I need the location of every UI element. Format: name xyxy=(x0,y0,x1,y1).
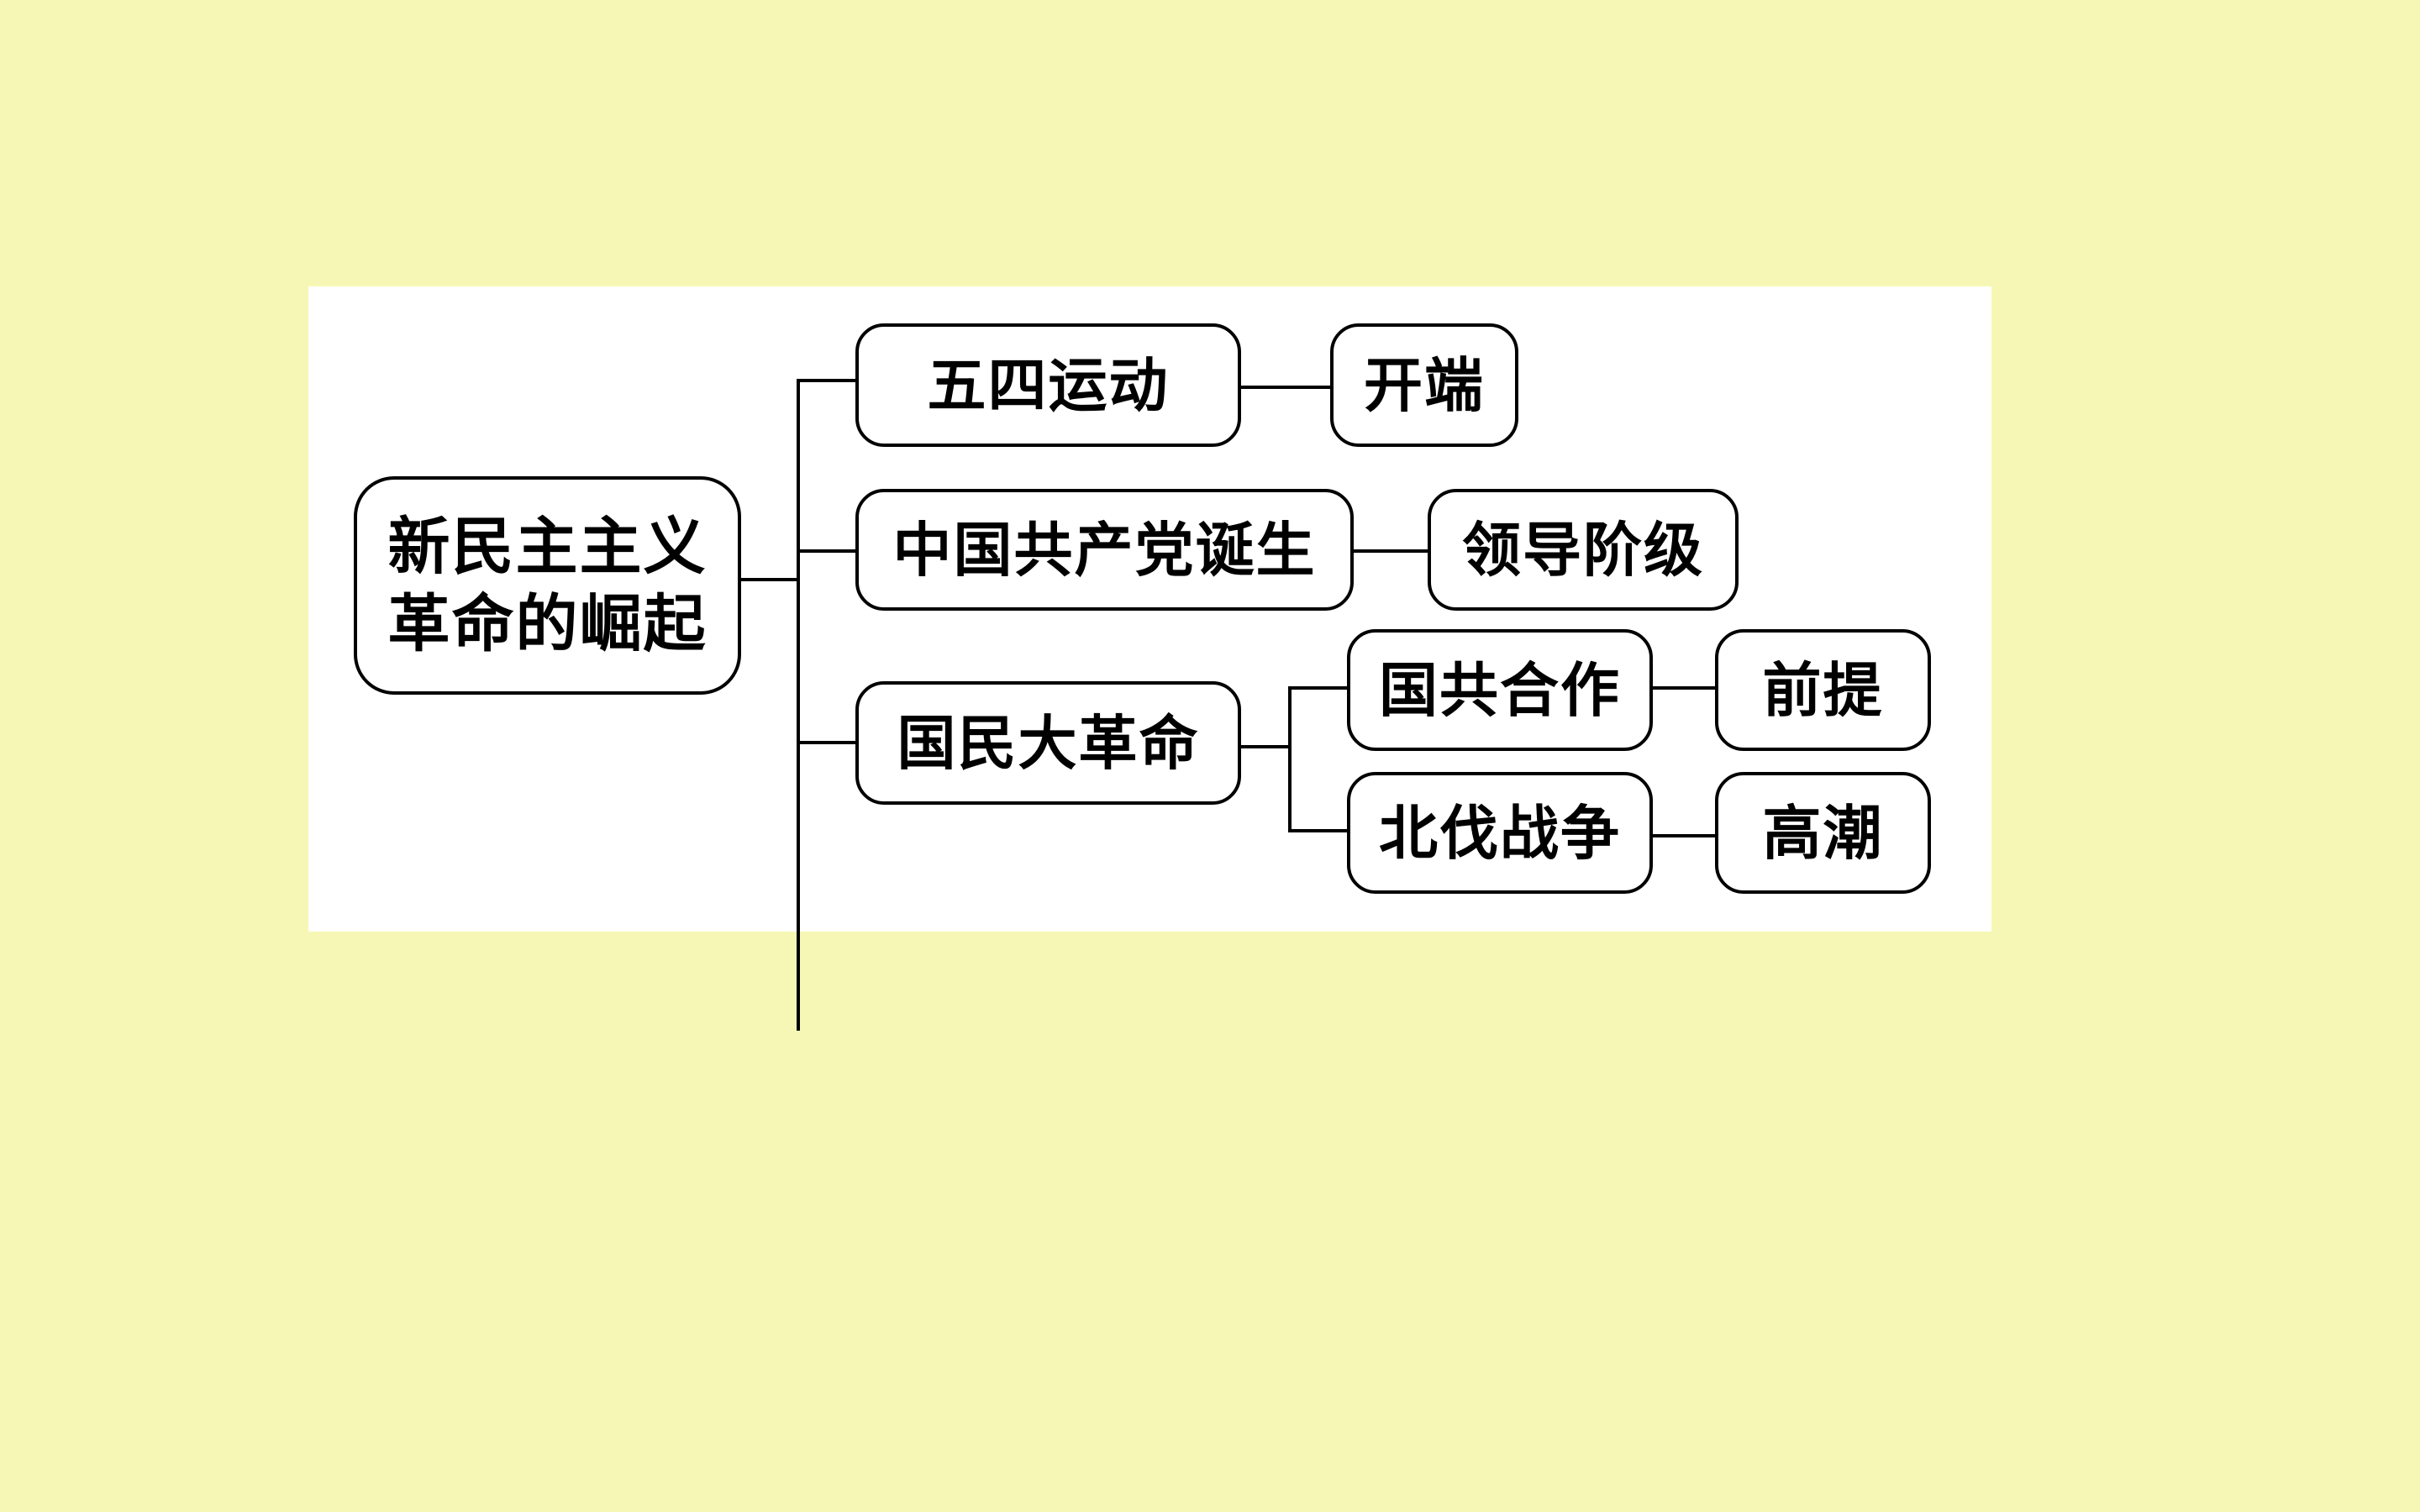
connector-to-beifa xyxy=(1288,829,1349,832)
node-qianti: 前提 xyxy=(1715,629,1931,751)
connector-to-guogong xyxy=(1288,686,1349,690)
connector-to-wusi xyxy=(797,379,857,382)
node-beifa-zhanzheng: 北伐战争 xyxy=(1347,772,1653,894)
diagram-panel: 新民主主义 革命的崛起 五四运动 开端 中国共产党诞生 领导阶级 国民大革命 国… xyxy=(308,286,1991,1031)
node-gongchandang-dansheng: 中国共产党诞生 xyxy=(855,489,1354,611)
node-kaiduan: 开端 xyxy=(1330,323,1518,447)
connector-beifa-to-gaochao xyxy=(1649,834,1717,837)
node-gaochao: 高潮 xyxy=(1715,772,1931,894)
connector-to-gongchandang xyxy=(797,549,857,553)
root-node: 新民主主义 革命的崛起 xyxy=(354,476,741,695)
connector-wusi-to-kaiduan xyxy=(1238,386,1332,389)
connector-root-trunk xyxy=(738,578,798,581)
node-lingdao-jieji: 领导阶级 xyxy=(1428,489,1739,611)
connector-guogong-to-qianti xyxy=(1649,686,1717,690)
node-wusi-yundong: 五四运动 xyxy=(855,323,1241,447)
connector-gongchandang-to-lingdao xyxy=(1350,549,1444,553)
node-guogong-hezuo: 国共合作 xyxy=(1347,629,1653,751)
connector-guomin-trunk xyxy=(1238,745,1290,748)
connector-to-guomin xyxy=(797,741,857,744)
connector-guomin-spine xyxy=(1288,686,1292,831)
connector-branch-spine xyxy=(797,379,800,1031)
node-guomin-dageming: 国民大革命 xyxy=(855,681,1241,805)
